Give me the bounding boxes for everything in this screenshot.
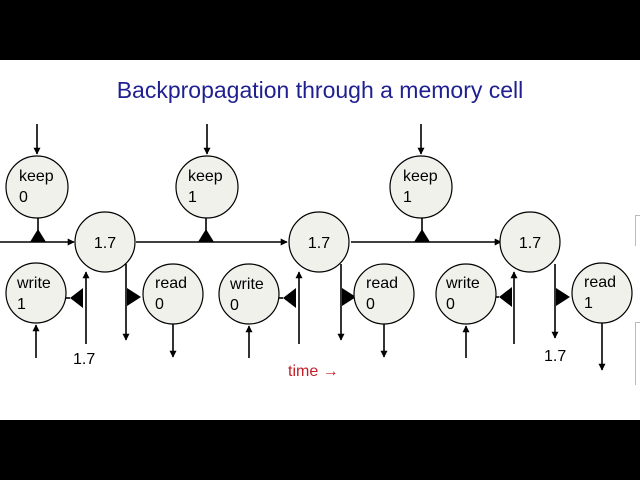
keep-label-3: keep xyxy=(403,168,438,185)
cell-node-2 xyxy=(288,211,350,273)
read-node-1 xyxy=(142,263,204,325)
read-value-2: 0 xyxy=(366,296,375,313)
cell-value-1: 1.7 xyxy=(94,235,116,252)
slide: Backpropagation through a memory cell ke… xyxy=(0,60,640,420)
read-label-1: read xyxy=(155,275,187,292)
read-label-2: read xyxy=(366,275,398,292)
read-gate-2 xyxy=(342,288,356,306)
read-value-3: 1 xyxy=(584,295,593,312)
keep-node-1 xyxy=(5,155,69,219)
write-node-1 xyxy=(5,262,67,324)
keep-node-3 xyxy=(389,155,453,219)
write-label-3: write xyxy=(445,275,480,292)
write-label-1: write xyxy=(16,275,51,292)
cell-node-1 xyxy=(74,211,136,273)
bottom-value-1: 1.7 xyxy=(73,351,95,368)
cell-value-3: 1.7 xyxy=(519,235,541,252)
top-letterbox xyxy=(0,0,640,60)
read-label-3: read xyxy=(584,274,616,291)
read-value-1: 0 xyxy=(155,296,164,313)
keep-gate-3 xyxy=(414,229,430,242)
write-gate-2 xyxy=(283,288,296,308)
keep-label-2: keep xyxy=(188,168,223,185)
cell-node-3 xyxy=(499,211,561,273)
keep-node-2 xyxy=(175,155,239,219)
keep-value-1: 0 xyxy=(19,189,28,206)
cell-value-2: 1.7 xyxy=(308,235,330,252)
write-gate-3 xyxy=(499,287,512,307)
keep-value-2: 1 xyxy=(188,189,197,206)
read-node-2 xyxy=(353,263,415,325)
bottom-letterbox xyxy=(0,420,640,480)
right-edge-box-bottom xyxy=(635,322,640,385)
read-node-3 xyxy=(571,262,633,324)
keep-gate-1 xyxy=(30,229,46,242)
right-edge-box-top xyxy=(635,215,640,246)
write-node-3 xyxy=(435,263,497,325)
write-value-3: 0 xyxy=(446,296,455,313)
read-gate-1 xyxy=(127,288,141,306)
time-label: time → xyxy=(288,363,339,380)
keep-gate-2 xyxy=(198,229,214,242)
keep-label-1: keep xyxy=(19,168,54,185)
write-value-2: 0 xyxy=(230,297,239,314)
read-gate-3 xyxy=(556,288,570,306)
write-value-1: 1 xyxy=(17,296,26,313)
memory-cell-diagram: keep 0 1.7 write 1 read 0 1.7 keep 1 1.7… xyxy=(0,124,633,380)
slide-title: Backpropagation through a memory cell xyxy=(116,77,524,103)
write-label-2: write xyxy=(229,276,264,293)
write-gate-1 xyxy=(70,288,83,308)
bottom-value-3: 1.7 xyxy=(544,348,566,365)
keep-value-3: 1 xyxy=(403,189,412,206)
write-node-2 xyxy=(218,263,280,325)
